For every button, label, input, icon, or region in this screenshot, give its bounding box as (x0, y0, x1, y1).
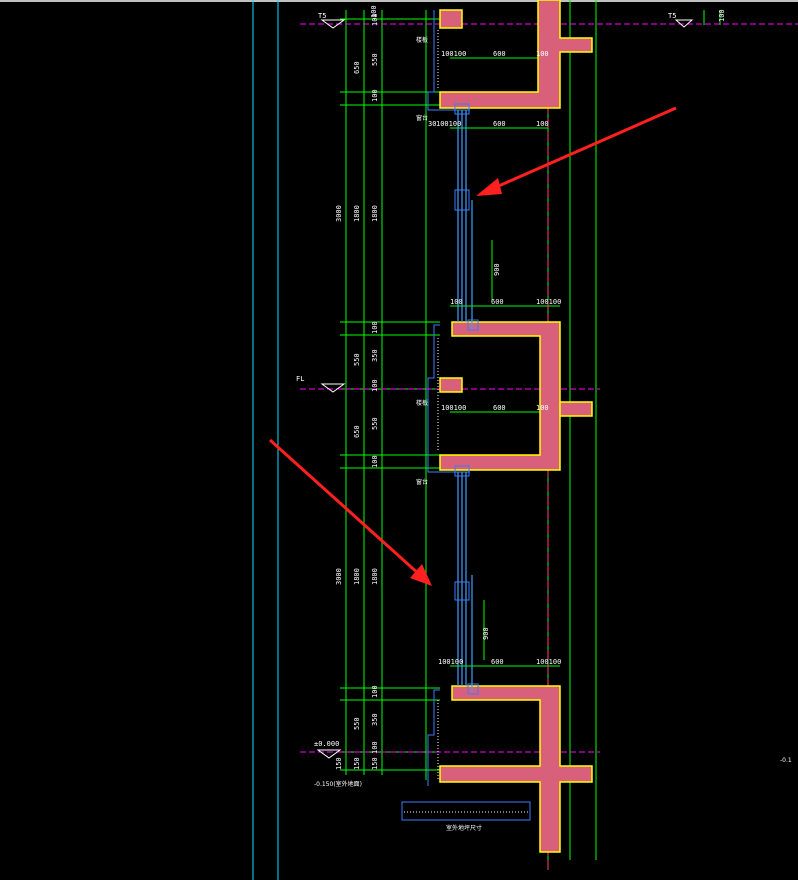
dim-100100-3: 100100 (536, 298, 561, 306)
vdim-100-g: 100 (371, 741, 379, 754)
vertical-dims: 100 550 650 100 3000 1800 1800 900 100 3… (335, 5, 726, 770)
window-glass (457, 110, 473, 692)
vdim-100-b: 100 (371, 89, 379, 102)
vdim-3000-a: 3000 (335, 205, 343, 222)
sill-tag-1: 窗台 (416, 114, 428, 122)
vdim-150-a: 150 (335, 757, 343, 770)
vdim-900-a: 900 (493, 263, 501, 276)
vdim-650-a: 650 (353, 61, 361, 74)
mid-left-mark: FL (296, 375, 304, 383)
top-right-mark: T5 (668, 12, 676, 20)
blue-outlines (401, 10, 531, 821)
concrete-sections (439, 0, 593, 853)
dim-100100-6: 100100 (536, 658, 561, 666)
window-frames (454, 103, 479, 695)
ground-level: ±0.000 (314, 740, 339, 748)
dimension-ticks (340, 18, 560, 771)
vdim-3000-b: 3000 (335, 568, 343, 585)
dim-30-1: 30 (428, 120, 436, 128)
vdim-100-a: 100 (371, 13, 379, 26)
vdim-150-c: 150 (371, 757, 379, 770)
dim-100100-4: 100100 (441, 404, 466, 412)
dim-100-4: 100 (536, 404, 549, 412)
dim-600-5: 600 (491, 658, 504, 666)
arrow-1 (476, 106, 677, 196)
vdim-1800-a: 1800 (353, 205, 361, 222)
dim-100100-5: 100100 (438, 658, 463, 666)
guide-lines (252, 0, 279, 880)
dimension-lines (345, 0, 721, 860)
vdim-550-b: 550 (353, 353, 361, 366)
sill-tag-2: 窗台 (416, 478, 428, 486)
dim-600-3: 600 (491, 298, 504, 306)
dim-100-1: 100 (536, 50, 549, 58)
arrow-2 (268, 438, 432, 586)
dim-600-1: 600 (493, 50, 506, 58)
vdim-100-f: 100 (371, 685, 379, 698)
dim-600-2: 600 (493, 120, 506, 128)
dim-100100-1: 100100 (441, 50, 466, 58)
vdim-550-c: 550 (371, 417, 379, 430)
vdim-650-b: 650 (353, 425, 361, 438)
vdim-900-b: 900 (482, 627, 490, 640)
vdim-100-top: 100 (370, 5, 378, 18)
vdim-350-b: 350 (371, 713, 379, 726)
ground-note: -0.150(室外地面) (314, 780, 362, 788)
vdim-150-b: 150 (353, 757, 361, 770)
vdim-100-right: 100 (718, 9, 726, 22)
vdim-100-e: 100 (371, 455, 379, 468)
vdim-100-c: 100 (371, 321, 379, 334)
vdim-100-d: 100 (371, 379, 379, 392)
vdim-1800-c: 1800 (353, 568, 361, 585)
vdim-1800-b: 1800 (371, 205, 379, 222)
window-top-edge (0, 0, 798, 2)
vdim-550-d: 550 (353, 717, 361, 730)
right-edge-value: -0.1 (780, 757, 792, 764)
dim-100-2: 100 (536, 120, 549, 128)
insulation-dots (404, 30, 528, 813)
slab-tag-1: 楼板 (416, 36, 428, 44)
slab-tag-2: 楼板 (416, 399, 428, 407)
vdim-350-a: 350 (371, 349, 379, 362)
vdim-550-a: 550 (371, 53, 379, 66)
dim-100-3: 100 (450, 298, 463, 306)
top-left-mark: T5 (318, 12, 326, 20)
bottom-note: 室外地坪尺寸 (446, 824, 482, 832)
level-symbol (316, 19, 694, 759)
dim-100100-2: 100100 (436, 120, 461, 128)
vdim-1800-d: 1800 (371, 568, 379, 585)
dim-600-4: 600 (493, 404, 506, 412)
